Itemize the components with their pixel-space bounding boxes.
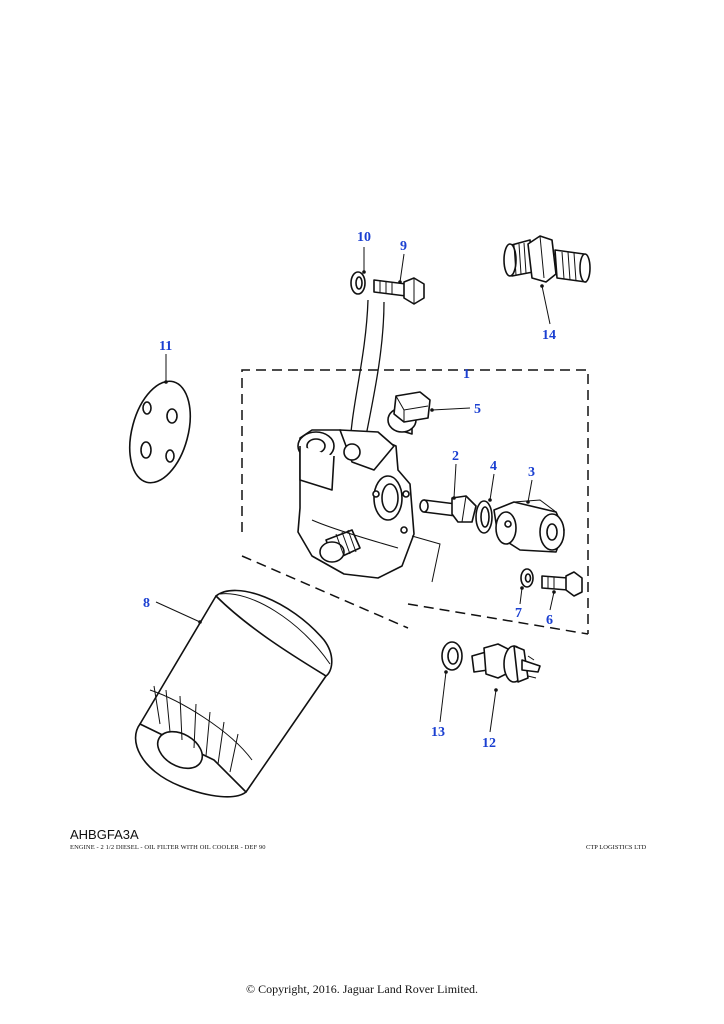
part-10-washer [350, 271, 366, 295]
part-2-stud [419, 495, 477, 523]
part-8-oil-filter [134, 589, 333, 798]
callout-9: 9 [400, 239, 407, 254]
part-7-washer [520, 568, 534, 588]
part-13-washer [441, 641, 463, 671]
part-1-housing [297, 429, 415, 579]
callout-4: 4 [490, 459, 497, 474]
callout-13: 13 [431, 725, 445, 740]
part-9-bolt [373, 277, 425, 305]
part-11-gasket [128, 380, 192, 484]
part-14-adaptor [503, 235, 591, 283]
part-5-plug [387, 391, 431, 435]
assembly-boundary [241, 369, 589, 635]
copyright-notice: © Copyright, 2016. Jaguar Land Rover Lim… [245, 982, 479, 996]
illustration-caption: ENGINE - 2 1/2 DIESEL - OIL FILTER WITH … [70, 844, 266, 851]
callout-11: 11 [159, 339, 172, 354]
callout-7: 7 [515, 606, 522, 621]
part-4-o-ring [475, 500, 493, 534]
callout-10: 10 [357, 230, 371, 245]
part-6-bolt [541, 571, 583, 597]
housing-leader [411, 535, 441, 583]
illustration-reference: AHBGFA3A [70, 827, 139, 842]
supplier-name: CTP LOGISTICS LTD [586, 844, 647, 851]
callout-6: 6 [546, 613, 553, 628]
callout-3: 3 [528, 465, 535, 480]
callout-12: 12 [482, 736, 496, 751]
part-12-switch [471, 643, 541, 683]
callout-2: 2 [452, 449, 459, 464]
callout-5: 5 [474, 402, 481, 417]
callouts: 1 2 3 4 5 6 7 8 9 10 11 12 13 14 [143, 230, 556, 751]
callout-1: 1 [463, 367, 470, 382]
callout-14: 14 [542, 328, 556, 343]
callout-8: 8 [143, 596, 150, 611]
leader-lines [155, 247, 556, 733]
part-3-banjo [493, 499, 565, 553]
